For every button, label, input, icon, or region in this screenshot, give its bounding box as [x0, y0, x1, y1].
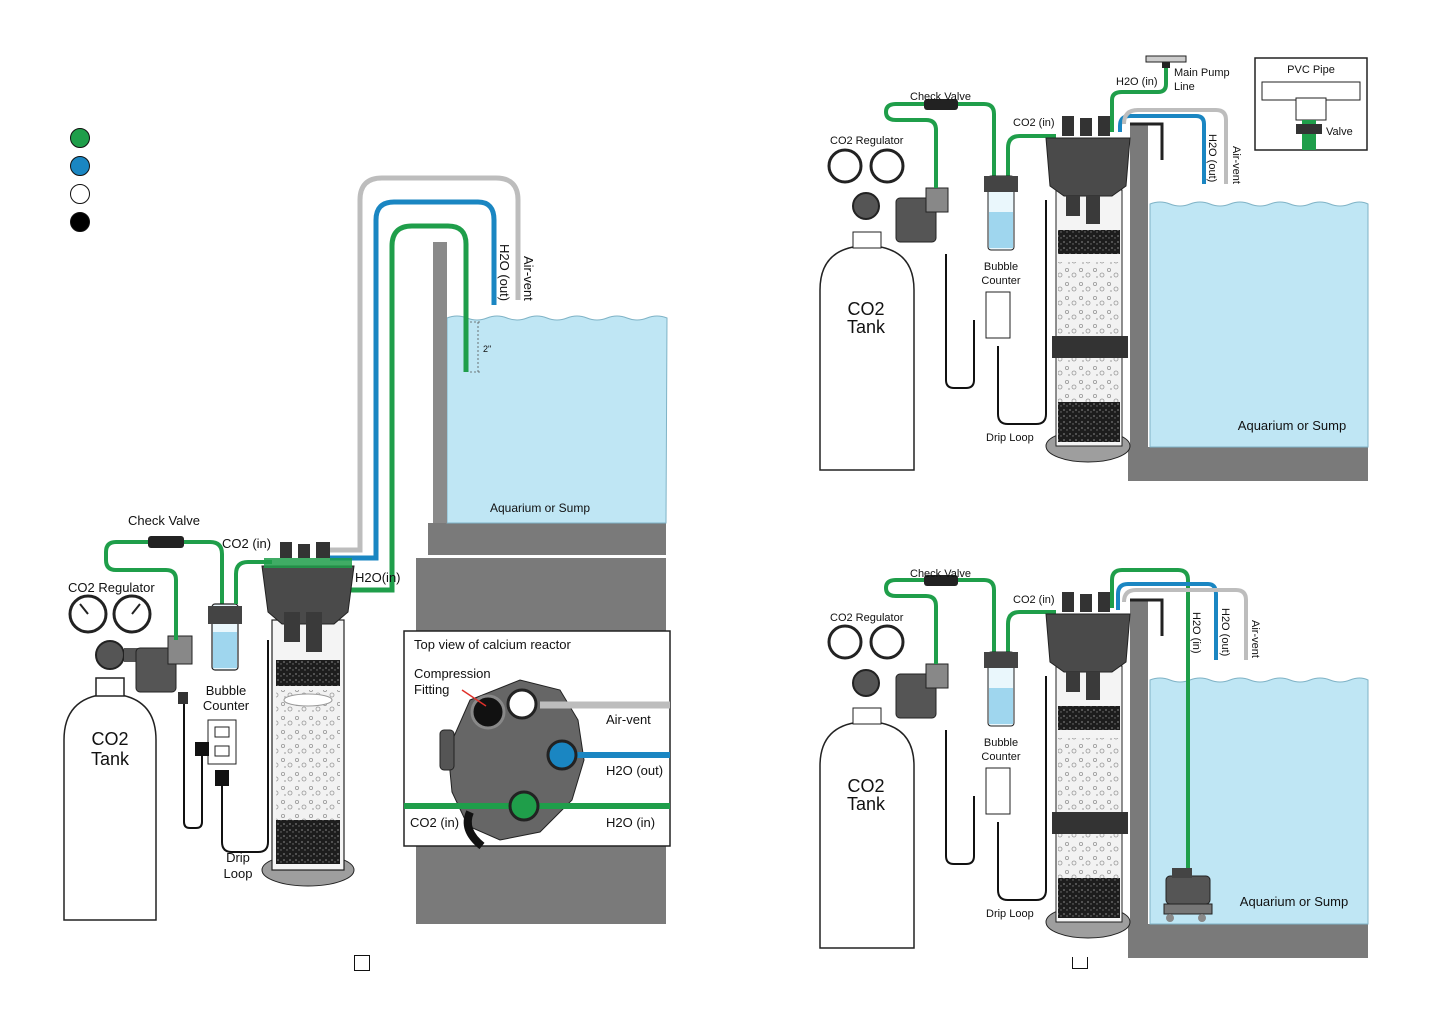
- br-calcium-reactor: [1045, 592, 1131, 939]
- panel-bottom-right: H2O (in) H2O (out) Air-vent Aquarium or …: [819, 568, 1369, 958]
- br-co2-regulator-label: CO2 Regulator: [830, 612, 904, 624]
- inset-h2o-in-label: H2O (in): [606, 815, 655, 830]
- co2-line-to-check: [104, 540, 178, 640]
- br-co2-tank-line1: CO2: [847, 776, 884, 796]
- solenoid-valve: [135, 647, 177, 693]
- tr-h2o-out-label: H2O (out): [1206, 134, 1218, 182]
- check-valve-label: Check Valve: [128, 513, 200, 528]
- tr-airvent-label: Air-vent: [1230, 146, 1242, 184]
- tr-bubble-line2: Counter: [981, 275, 1020, 287]
- bubble-counter-label-line2: Counter: [203, 698, 250, 713]
- drip-loop-cord-1: [183, 704, 203, 829]
- drip-loop-label-line2: Loop: [224, 866, 253, 881]
- tr-co2-tank: [819, 245, 915, 471]
- compression-fitting-label-line2: Fitting: [414, 682, 449, 697]
- tr-main-pump-line1: Main Pump: [1174, 67, 1230, 79]
- co2-tank-body: [63, 693, 157, 921]
- h2o-in-tube: [330, 223, 469, 593]
- pvc-valve-label: Valve: [1326, 126, 1353, 138]
- br-aquarium-label: Aquarium or Sump: [1240, 894, 1348, 909]
- br-return-pump: [1163, 868, 1213, 922]
- br-bubble-line2: Counter: [981, 751, 1020, 763]
- legend-dot-airvent: [70, 184, 90, 204]
- co2-regulator-label: CO2 Regulator: [68, 580, 155, 595]
- legend-dot-co2: [70, 128, 90, 148]
- co2-line-to-reactor: [234, 560, 272, 604]
- h2o-out-label: H2O (out): [497, 244, 512, 301]
- check-valve: [148, 536, 184, 548]
- br-co2-tank-line2: Tank: [847, 794, 886, 814]
- tr-drip-loop-label: Drip Loop: [986, 432, 1034, 444]
- inset-airvent-label: Air-vent: [606, 712, 651, 727]
- br-h2o-out-label: H2O (out): [1219, 608, 1231, 656]
- tr-stand: [1128, 447, 1368, 481]
- br-airvent-label: Air-vent: [1249, 620, 1261, 658]
- tr-calcium-reactor: [1045, 116, 1131, 463]
- drip-loop-label-line1: Drip: [226, 850, 250, 865]
- co2-tank-neck: [95, 677, 125, 697]
- pvc-title: PVC Pipe: [1287, 64, 1335, 76]
- tr-co2-in-label: CO2 (in): [1013, 117, 1055, 129]
- inset-co2-in-label: CO2 (in): [410, 815, 459, 830]
- inset-h2o-out-label: H2O (out): [606, 763, 663, 778]
- color-legend: [70, 128, 90, 240]
- br-co2-tank: [819, 721, 915, 949]
- bubble-counter-label-line1: Bubble: [206, 683, 246, 698]
- aquarium-wall: [433, 242, 447, 523]
- legend-dot-drain: [70, 212, 90, 232]
- tr-co2-tank-line1: CO2: [847, 299, 884, 319]
- panel-left: 2" CO2 Tank CO2 Regulator Check Valve Bu…: [63, 175, 671, 924]
- depth-mark-label: 2": [483, 344, 491, 354]
- stand-top: [428, 523, 666, 555]
- tr-co2-regulator-label: CO2 Regulator: [830, 135, 904, 147]
- br-drip-loop-label: Drip Loop: [986, 908, 1034, 920]
- aquarium-water: [446, 315, 668, 524]
- tr-aquarium-wall: [1130, 124, 1148, 447]
- h2o-out-tube: [330, 199, 497, 561]
- pvc-inset: PVC Pipe Valve: [1254, 57, 1368, 151]
- inset-title: Top view of calcium reactor: [414, 637, 571, 652]
- br-co2-in-label: CO2 (in): [1013, 594, 1055, 606]
- tr-aquarium-label: Aquarium or Sump: [1238, 418, 1346, 433]
- co2-tank-label-line1: CO2: [91, 729, 128, 749]
- tr-h2o-in-label: H2O (in): [1116, 76, 1158, 88]
- tr-co2-tank-line2: Tank: [847, 317, 886, 337]
- compression-fitting-label-line1: Compression: [414, 666, 491, 681]
- tr-bubble-line1: Bubble: [984, 261, 1018, 273]
- legend-dot-water: [70, 156, 90, 176]
- airvent-tube: [330, 175, 521, 553]
- aquarium-label: Aquarium or Sump: [490, 501, 590, 515]
- airvent-label: Air-vent: [521, 256, 536, 301]
- panel-top-right: H2O (in) Main Pump Line H2O (out) Air-ve…: [819, 55, 1369, 481]
- calcium-reactor: [261, 542, 355, 887]
- co2-tank-label-line2: Tank: [91, 749, 130, 769]
- co2-in-label: CO2 (in): [222, 536, 271, 551]
- h2o-in-label: H2O(in): [355, 570, 401, 585]
- br-h2o-in-label: H2O (in): [1190, 612, 1202, 654]
- tr-check-valve-label: Check Valve: [910, 91, 971, 103]
- page-marker-left: [354, 955, 370, 971]
- tr-aquarium-water: [1149, 201, 1369, 448]
- top-view-inset: Top view of calcium reactor Compression …: [403, 630, 671, 850]
- br-check-valve-label: Check Valve: [910, 568, 971, 580]
- regulator-body: [95, 640, 125, 670]
- tr-main-pump-line2: Line: [1174, 81, 1195, 93]
- br-bubble-line1: Bubble: [984, 737, 1018, 749]
- page-marker-right: [1072, 957, 1088, 969]
- drip-loop-cord-2: [221, 640, 269, 853]
